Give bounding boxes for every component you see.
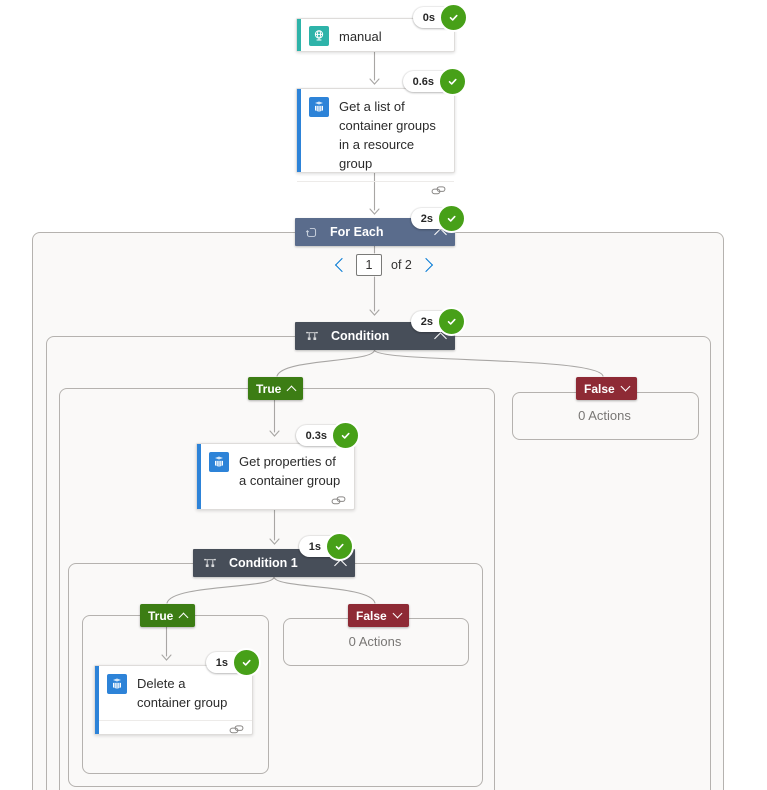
status-badge-get-props: 0.3s [295, 421, 360, 450]
chevron-down-icon [620, 381, 631, 392]
duration-text: 2s [420, 212, 433, 225]
branch-true-label: True [148, 608, 174, 623]
empty-actions-note: 0 Actions [348, 633, 402, 649]
status-badge-trigger: 0s [412, 3, 468, 32]
trigger-accent-bar [297, 19, 301, 51]
success-check-icon [439, 3, 468, 32]
branch1-true-badge[interactable]: True [140, 604, 196, 627]
branch-false-label: False [356, 608, 387, 623]
duration-text: 0s [422, 11, 435, 24]
empty-actions-note: 0 Actions [578, 407, 631, 423]
trigger-label: manual [339, 28, 382, 44]
chevron-down-icon [392, 608, 403, 619]
action-label: Get properties of a container group [239, 454, 341, 488]
pager-next-icon[interactable] [418, 257, 433, 273]
success-check-icon [437, 307, 466, 336]
success-check-icon [325, 532, 354, 561]
loop-icon [305, 226, 318, 239]
branch-true-badge[interactable]: True [248, 377, 304, 400]
duration-text: 1s [308, 540, 321, 553]
status-badge-delete: 1s [205, 648, 261, 677]
status-badge-get-list: 0.6s [402, 67, 467, 96]
condition-balance-icon [305, 329, 319, 343]
status-badge-foreach: 2s [410, 204, 466, 233]
status-badge-condition1: 1s [298, 532, 354, 561]
success-check-icon [438, 67, 467, 96]
action-card-delete[interactable]: Delete a container group [94, 665, 253, 735]
duration-text: 1s [215, 656, 228, 669]
container-instances-icon [209, 452, 229, 472]
action-accent-bar [95, 666, 99, 734]
duration-text: 0.6s [412, 75, 434, 88]
action-accent-bar [297, 89, 301, 172]
branch-true-label: True [256, 381, 282, 396]
action-card-get-list[interactable]: Get a list of container groups in a reso… [296, 88, 455, 194]
success-check-icon [232, 648, 261, 677]
branch1-false-badge[interactable]: False [348, 604, 409, 627]
page-number-input[interactable] [356, 254, 382, 276]
link-icon[interactable] [331, 493, 346, 511]
pager-prev-icon[interactable] [334, 257, 350, 273]
link-icon[interactable] [431, 183, 446, 201]
branch-false-label: False [584, 381, 615, 396]
branch-false-badge[interactable]: False [576, 377, 637, 400]
duration-text: 2s [420, 315, 433, 328]
status-badge-condition: 2s [410, 307, 466, 336]
action-label: Get a list of container groups in a reso… [339, 99, 436, 171]
pager-of-label: of 2 [391, 258, 412, 272]
chevron-up-icon [286, 385, 297, 396]
chevron-up-icon [178, 612, 189, 623]
link-icon[interactable] [229, 722, 244, 740]
container-instances-icon [309, 97, 329, 117]
condition-label: Condition [331, 329, 390, 343]
action-card-get-props[interactable]: Get properties of a container group [196, 443, 355, 510]
request-globe-icon [309, 26, 329, 46]
action-accent-bar [197, 444, 201, 509]
duration-text: 0.3s [305, 429, 327, 442]
foreach-label: For Each [330, 225, 384, 239]
foreach-pager: of 2 [334, 254, 433, 276]
action-label: Delete a container group [137, 676, 228, 710]
container-instances-icon [107, 674, 127, 694]
condition1-label: Condition 1 [229, 556, 298, 570]
success-check-icon [331, 421, 360, 450]
condition-balance-icon [203, 556, 217, 570]
success-check-icon [437, 204, 466, 233]
